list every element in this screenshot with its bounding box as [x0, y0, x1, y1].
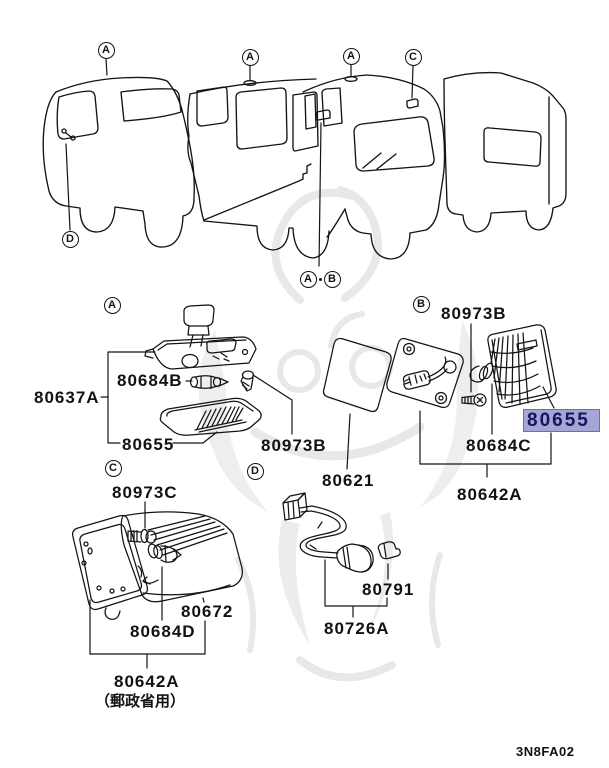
- install-arrow: [142, 576, 159, 585]
- label-80973c: 80973C: [112, 483, 178, 502]
- lens-plate: [71, 514, 149, 620]
- section-b-leaders: [346, 323, 555, 478]
- section-header-a: A: [103, 296, 121, 314]
- van-4-outline: [443, 71, 567, 233]
- van-1-outline: [42, 76, 195, 248]
- connector: [282, 492, 313, 521]
- label-80726a: 80726A: [324, 619, 390, 638]
- section-c-drawing: [71, 501, 243, 669]
- label-80655-a: 80655: [122, 435, 175, 454]
- label-80642a-c: 80642A: [114, 672, 180, 691]
- vehicle-callout-leaders: [65, 58, 414, 267]
- lamp-housing-80672: [120, 511, 243, 603]
- roof-lamp-mount: [183, 304, 215, 348]
- roof-lamp-housing: [144, 336, 257, 370]
- van-2-outline: [187, 78, 331, 259]
- callout-a-van3-roof: A: [342, 47, 360, 65]
- label-80684b: 80684B: [117, 371, 183, 390]
- callout-c-van3-rear: C: [404, 48, 422, 66]
- diagram-code: 3N8FA02: [516, 744, 575, 759]
- section-header-c: C: [104, 459, 122, 477]
- section-a-leaders: [100, 351, 293, 444]
- festoon-bulb: [147, 543, 182, 563]
- screw: [127, 528, 157, 544]
- section-a-drawing: [100, 304, 293, 444]
- label-80791: 80791: [362, 580, 415, 599]
- callout-a-van1-roof: A: [97, 41, 115, 59]
- wedge-bulb: [377, 541, 401, 560]
- section-b-drawing: [322, 323, 557, 478]
- label-80621: 80621: [322, 471, 375, 490]
- label-80684c: 80684C: [466, 436, 532, 455]
- callout-b-pillar: B: [323, 270, 341, 288]
- section-d-drawing: [282, 492, 401, 618]
- van-3-outline: [302, 74, 446, 260]
- watermark: [198, 186, 479, 682]
- rear-lamp-marker: [406, 98, 419, 109]
- label-80655-highlighted[interactable]: 80655: [523, 409, 600, 432]
- section-c-leaders: [89, 501, 206, 669]
- lamp-body-selected: [487, 324, 557, 409]
- label-80672: 80672: [181, 602, 234, 621]
- lamp-lens-80621: [322, 337, 392, 413]
- callout-d-van1-front: D: [61, 230, 79, 248]
- label-80973b-b: 80973B: [441, 304, 507, 323]
- callout-a-pillar: A: [299, 270, 317, 288]
- callout-separator-dot: [318, 277, 322, 281]
- harness-wire: [299, 505, 347, 559]
- label-80642a-b: 80642A: [457, 485, 523, 504]
- section-d-leaders: [324, 559, 389, 618]
- section-header-b: B: [412, 295, 430, 313]
- label-postal-use-note: （郵政省用）: [95, 693, 186, 710]
- wedge-bulb: [469, 362, 494, 383]
- festoon-bulb: [189, 375, 229, 390]
- screw: [240, 370, 255, 392]
- label-80684d: 80684D: [130, 622, 196, 641]
- lamp-lens: [159, 397, 262, 436]
- callout-a-van2-roof: A: [241, 48, 259, 66]
- label-80637a: 80637A: [34, 388, 100, 407]
- socket-plug: [336, 543, 374, 573]
- label-80973b-a: 80973B: [261, 436, 327, 455]
- section-header-d: D: [246, 462, 264, 480]
- lamp-housing: [386, 337, 464, 409]
- screw: [461, 393, 487, 407]
